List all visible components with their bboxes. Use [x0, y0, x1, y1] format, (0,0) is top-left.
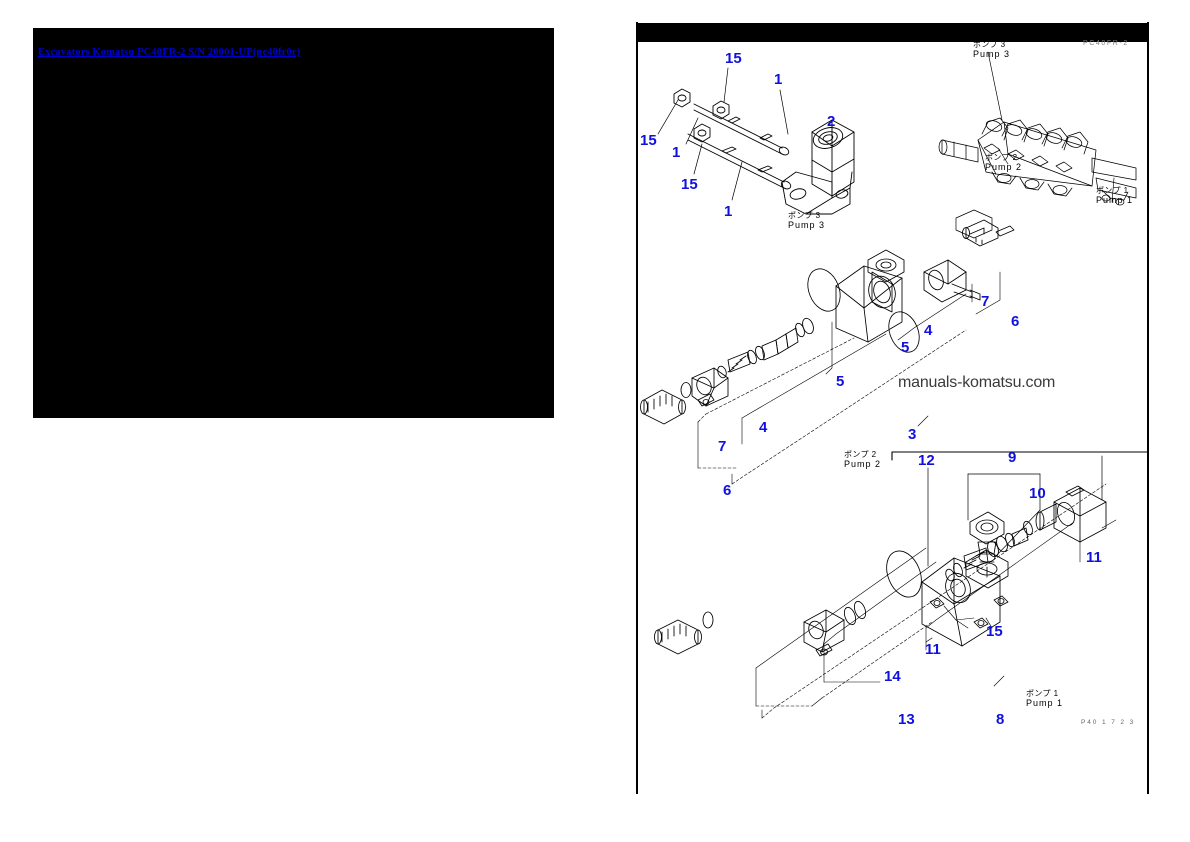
callout-number: 15 — [681, 176, 698, 193]
callout-number: 15 — [725, 50, 742, 67]
pump-sublabel-en: Pump 1 — [1026, 697, 1064, 708]
pump-sublabel-jp: ポンプ 1 — [1096, 186, 1129, 195]
callout-number: 6 — [723, 482, 732, 499]
callout-number: 4 — [924, 322, 933, 339]
broken-image-placeholder: Excavators Komatsu PC40FR-2 S/N 20001-UP… — [33, 28, 554, 418]
callout-number: 6 — [1011, 313, 1020, 330]
callout-number: 9 — [1008, 449, 1017, 466]
callout-number: 15 — [986, 623, 1003, 640]
callout-number: 5 — [901, 339, 910, 356]
callout-number: 1 — [774, 71, 783, 88]
pump-sublabel-en: Pump 3 — [973, 48, 1011, 59]
callout-number: 1 — [724, 203, 733, 220]
callout-number: 11 — [925, 641, 941, 658]
pump-sublabel-en: Pump 3 — [788, 219, 826, 230]
site-watermark: manuals-komatsu.com — [898, 374, 1056, 391]
callout-number: 3 — [908, 426, 917, 443]
pump-sublabel-jp: ポンプ 2 — [985, 153, 1018, 162]
callout-number: 4 — [759, 419, 768, 436]
callout-number: 7 — [981, 293, 990, 310]
callout-number: 14 — [884, 668, 901, 685]
callout-number: 11 — [1086, 549, 1102, 566]
parts-diagram-sheet: PC40FR-2 P40 1 7 2 3 — [636, 22, 1149, 794]
pump-sublabel-jp: ポンプ 3 — [973, 40, 1006, 49]
sheet-footer-code: P40 1 7 2 3 — [1081, 719, 1136, 726]
callout-number: 5 — [836, 373, 845, 390]
callout-number: 10 — [1029, 485, 1046, 502]
pump-sublabel-en: Pump 1 — [1096, 194, 1134, 205]
callout-number: 7 — [718, 438, 727, 455]
pump-sublabel-jp: ポンプ 3 — [788, 211, 821, 220]
parts-catalog-link[interactable]: Excavators Komatsu PC40FR-2 S/N 20001-UP… — [38, 47, 301, 58]
sheet-header-bar — [637, 23, 1148, 42]
callout-number: 12 — [918, 452, 935, 469]
callout-number: 13 — [898, 711, 915, 728]
pump-sublabel-en: Pump 2 — [985, 161, 1023, 172]
pump-sublabel-en: Pump 2 — [844, 458, 882, 469]
callout-number: 1 — [672, 144, 681, 161]
pump-sublabel-jp: ポンプ 2 — [844, 450, 877, 459]
callout-number: 8 — [996, 711, 1005, 728]
sheet-header-code: PC40FR-2 — [1083, 40, 1129, 47]
sheet-border-right — [1147, 22, 1149, 794]
exploded-parts-linework — [640, 51, 1149, 719]
callout-number: 2 — [827, 113, 836, 130]
sheet-border-left — [636, 22, 638, 794]
callout-number: 15 — [640, 132, 657, 149]
pump-sublabel-jp: ポンプ 1 — [1026, 689, 1059, 698]
